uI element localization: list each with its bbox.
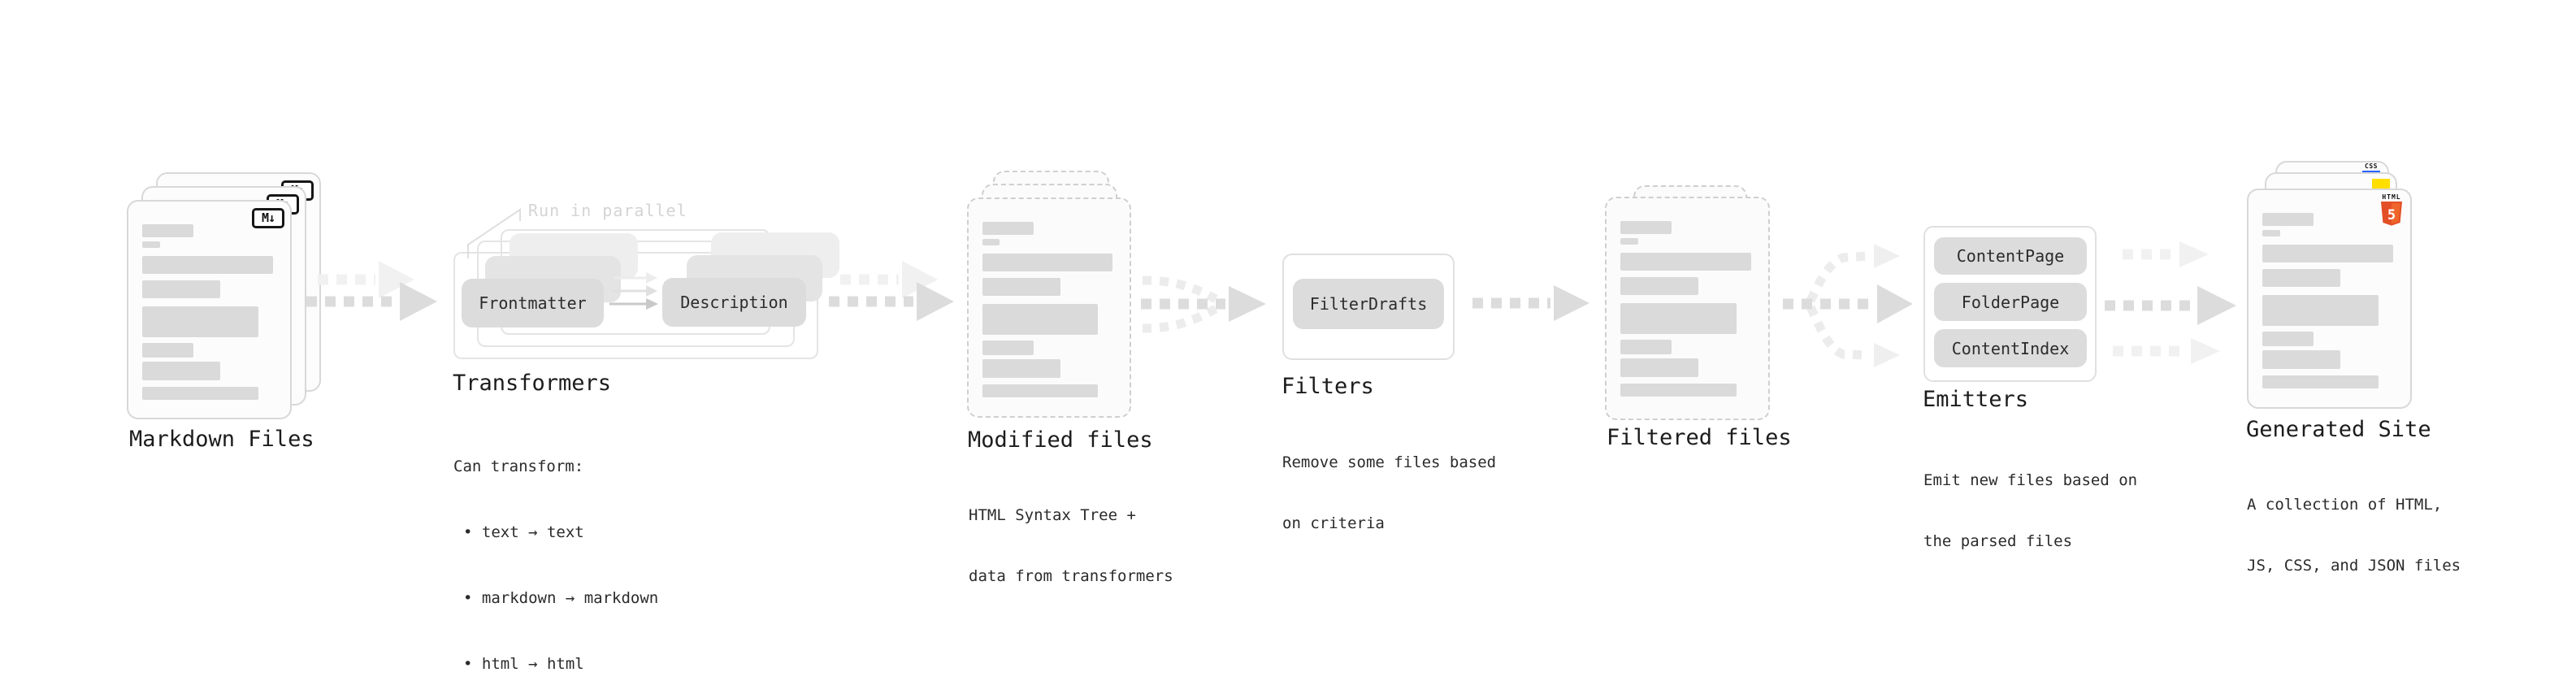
desc-line: HTML Syntax Tree + — [969, 506, 1136, 524]
css-badge-underline — [2362, 171, 2380, 173]
doc-line — [142, 224, 194, 237]
doc-line — [982, 359, 1060, 378]
doc-line — [142, 343, 194, 358]
markdown-icon: M↓ — [252, 208, 284, 228]
html5-shield: 5 — [2381, 202, 2402, 226]
filters-description: Remove some files based on criteria — [1282, 412, 1496, 575]
stage-title-markdown-files: Markdown Files — [129, 427, 314, 452]
doc-line — [2262, 245, 2394, 262]
document-placeholder-lines — [1620, 221, 1755, 397]
description-pill: Description — [662, 278, 806, 327]
doc-line — [2262, 269, 2341, 287]
stage-title-generated-site: Generated Site — [2246, 417, 2431, 442]
doc-line — [1620, 238, 1638, 245]
desc-line: Emit new files based on — [1923, 471, 2138, 489]
doc-line — [142, 280, 221, 298]
stage-title-filtered-files: Filtered files — [1607, 425, 1792, 450]
html5-badge-number: 5 — [2387, 207, 2396, 223]
generated-document-sheet-front: HTML 5 — [2247, 189, 2412, 409]
doc-line — [1620, 340, 1672, 354]
generated-site-description: A collection of HTML, JS, CSS, and JSON … — [2247, 454, 2461, 617]
css-icon: CSS — [2361, 163, 2381, 173]
document-placeholder-lines — [2262, 213, 2397, 388]
doc-line — [1620, 221, 1672, 234]
arrow-transformers-to-modified — [829, 261, 954, 321]
doc-line — [982, 340, 1034, 355]
doc-line — [2262, 332, 2314, 346]
doc-line — [1620, 303, 1737, 334]
emitters-description: Emit new files based on the parsed files — [1923, 430, 2137, 592]
desc-line: on criteria — [1282, 514, 1385, 532]
doc-line — [1620, 358, 1699, 377]
doc-line — [982, 222, 1034, 235]
desc-line: Can transform: — [453, 458, 584, 475]
doc-line — [982, 254, 1113, 271]
doc-line — [142, 306, 258, 337]
document-placeholder-lines — [982, 222, 1117, 397]
doc-line — [982, 278, 1060, 296]
stage-title-filters: Filters — [1281, 374, 1374, 399]
desc-line: A collection of HTML, — [2247, 496, 2443, 514]
doc-line — [1620, 384, 1737, 397]
doc-line — [142, 387, 258, 400]
html5-badge-label: HTML — [2382, 193, 2401, 201]
arrow-modified-to-filters-merge — [1141, 275, 1266, 333]
arrow-markdown-to-transformers — [306, 261, 437, 321]
doc-line — [982, 304, 1098, 335]
doc-line — [142, 241, 160, 248]
doc-line — [2262, 375, 2379, 388]
stage-title-transformers: Transformers — [453, 371, 612, 396]
desc-line: Remove some files based — [1282, 453, 1497, 471]
transformers-description: Can transform: • text → text • markdown … — [453, 412, 658, 681]
contentindex-pill: ContentIndex — [1934, 329, 2087, 367]
filters-box — [1282, 254, 1455, 360]
frontmatter-pill: Frontmatter — [462, 279, 604, 327]
doc-line — [2262, 295, 2379, 326]
run-in-parallel-label: Run in parallel — [528, 201, 687, 220]
modified-files-description: HTML Syntax Tree + data from transformer… — [969, 465, 1173, 627]
modified-document-sheet-front — [967, 197, 1131, 418]
markdown-document-sheet-front: M↓ — [127, 200, 292, 419]
arrows-emitters-to-generated — [2105, 241, 2236, 364]
desc-line: data from transformers — [969, 567, 1173, 585]
js-icon — [2372, 179, 2390, 189]
document-placeholder-lines — [142, 224, 277, 400]
doc-line — [1620, 253, 1752, 271]
html5-icon: HTML 5 — [2379, 193, 2404, 232]
doc-line — [2262, 213, 2314, 226]
doc-line — [982, 384, 1098, 397]
folderpage-pill: FolderPage — [1934, 283, 2087, 321]
doc-line — [2262, 350, 2341, 369]
doc-line — [1620, 277, 1699, 295]
desc-bullet: • text → text — [463, 523, 584, 541]
desc-line: JS, CSS, and JSON files — [2247, 557, 2461, 575]
filterdrafts-pill: FilterDrafts — [1293, 279, 1444, 329]
emitters-box — [1923, 226, 2097, 382]
contentpage-pill: ContentPage — [1934, 237, 2087, 275]
arrow-filtered-to-emitters-split — [1783, 244, 1913, 367]
doc-line — [142, 362, 221, 380]
stage-title-emitters: Emitters — [1923, 387, 2029, 412]
doc-line — [2262, 230, 2280, 236]
stage-title-modified-files: Modified files — [968, 427, 1153, 453]
desc-bullet: • html → html — [463, 655, 584, 673]
desc-line: the parsed files — [1923, 532, 2073, 550]
arrow-filters-to-filtered — [1472, 285, 1589, 321]
css-badge-label: CSS — [2365, 163, 2378, 170]
desc-bullet: • markdown → markdown — [463, 589, 659, 607]
doc-line — [982, 239, 1000, 245]
doc-line — [142, 256, 274, 274]
filtered-document-sheet-front — [1605, 197, 1770, 420]
